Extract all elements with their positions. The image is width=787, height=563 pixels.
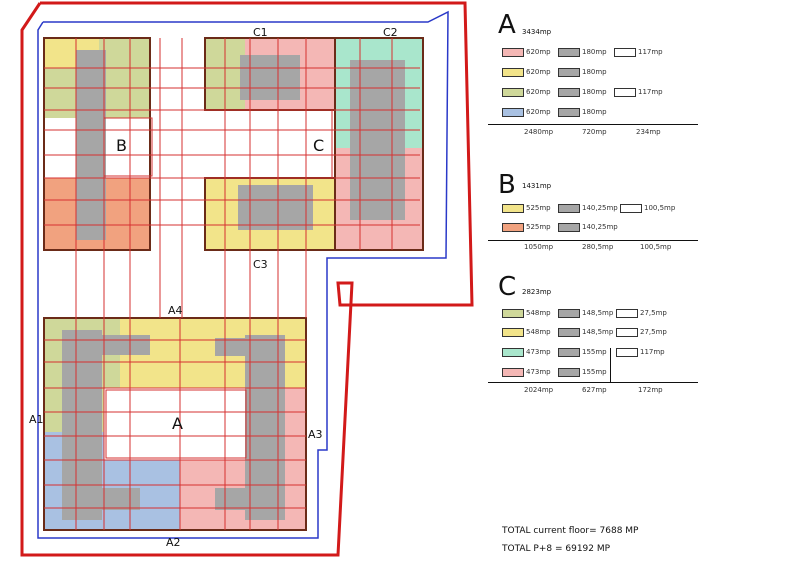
courtyard-b xyxy=(103,117,153,177)
value-c3-3: 117mp xyxy=(640,348,665,356)
building-b xyxy=(43,37,151,251)
label-a3: A3 xyxy=(308,428,323,441)
swatch-c4-color xyxy=(502,368,524,377)
legend-c-rule xyxy=(488,382,698,383)
label-c: C xyxy=(313,136,325,155)
label-a: A xyxy=(172,414,183,433)
site-boundary-blue xyxy=(37,10,449,539)
value-a1-1: 620mp xyxy=(526,48,551,56)
value-a1-3: 117mp xyxy=(638,48,663,56)
swatch-c1-color xyxy=(502,309,524,318)
legend-c-total: 2823mp xyxy=(522,288,552,296)
area-legend: A 3434mp 620mp 180mp 117mp 620mp 180mp 6… xyxy=(488,0,787,563)
value-c3-2: 155mp xyxy=(582,348,607,356)
swatch-c1-gray xyxy=(558,309,580,318)
value-c2-1: 548mp xyxy=(526,328,551,336)
swatch-a3-color xyxy=(502,88,524,97)
site-plan xyxy=(20,1,474,557)
label-a4: A4 xyxy=(168,304,183,317)
sum-b-3: 100,5mp xyxy=(640,243,672,251)
label-c2: C2 xyxy=(383,26,398,39)
sum-a-2: 720mp xyxy=(582,128,607,136)
value-c1-3: 27,5mp xyxy=(640,309,667,317)
value-c2-3: 27,5mp xyxy=(640,328,667,336)
value-b1-1: 525mp xyxy=(526,204,551,212)
swatch-b2-gray xyxy=(558,223,580,232)
legend-a-total: 3434mp xyxy=(522,28,552,36)
value-c3-1: 473mp xyxy=(526,348,551,356)
value-c1-1: 548mp xyxy=(526,309,551,317)
value-a3-2: 180mp xyxy=(582,88,607,96)
structural-grid xyxy=(44,38,420,530)
value-c4-2: 155mp xyxy=(582,368,607,376)
swatch-b1-white xyxy=(620,204,642,213)
swatch-a2-color xyxy=(502,68,524,77)
value-c1-2: 148,5mp xyxy=(582,309,614,317)
legend-a-letter: A xyxy=(498,10,516,40)
legend-b-letter: B xyxy=(498,170,516,200)
legend-b-total: 1431mp xyxy=(522,182,552,190)
swatch-c2-color xyxy=(502,328,524,337)
legend-a-rule xyxy=(488,124,698,125)
swatch-a1-color xyxy=(502,48,524,57)
value-a3-1: 620mp xyxy=(526,88,551,96)
swatch-b1-color xyxy=(502,204,524,213)
courtyard-c xyxy=(181,109,333,179)
value-a1-2: 180mp xyxy=(582,48,607,56)
value-a4-1: 620mp xyxy=(526,108,551,116)
swatch-a1-gray xyxy=(558,48,580,57)
sum-c-2: 627mp xyxy=(582,386,607,394)
swatch-a1-white xyxy=(614,48,636,57)
sum-c-1: 2024mp xyxy=(524,386,554,394)
value-b2-2: 140,25mp xyxy=(582,223,618,231)
swatch-c3-gray xyxy=(558,348,580,357)
building-c2 xyxy=(334,37,424,251)
site-boundary-red xyxy=(20,1,474,557)
label-c1: C1 xyxy=(253,26,268,39)
total-current-floor: TOTAL current floor= 7688 MP xyxy=(502,526,639,536)
swatch-a3-gray xyxy=(558,88,580,97)
legend-c-letter: C xyxy=(498,272,517,302)
label-a1: A1 xyxy=(29,413,44,426)
swatch-c1-white xyxy=(616,309,638,318)
value-c4-1: 473mp xyxy=(526,368,551,376)
value-b1-3: 100,5mp xyxy=(644,204,676,212)
sum-c-3: 172mp xyxy=(638,386,663,394)
value-a4-2: 180mp xyxy=(582,108,607,116)
swatch-c4-gray xyxy=(558,368,580,377)
swatch-a4-color xyxy=(502,108,524,117)
value-a3-3: 117mp xyxy=(638,88,663,96)
value-a2-2: 180mp xyxy=(582,68,607,76)
value-c2-2: 148,5mp xyxy=(582,328,614,336)
sum-a-3: 234mp xyxy=(636,128,661,136)
swatch-c3-color xyxy=(502,348,524,357)
sum-a-1: 2480mp xyxy=(524,128,554,136)
value-b2-1: 525mp xyxy=(526,223,551,231)
total-p8: TOTAL P+8 = 69192 MP xyxy=(502,544,611,554)
swatch-a2-gray xyxy=(558,68,580,77)
swatch-a4-gray xyxy=(558,108,580,117)
swatch-c3-white xyxy=(616,348,638,357)
sum-b-1: 1050mp xyxy=(524,243,554,251)
swatch-b1-gray xyxy=(558,204,580,213)
sum-b-2: 280,5mp xyxy=(582,243,614,251)
courtyard-a xyxy=(105,389,247,459)
label-b: B xyxy=(116,136,127,155)
label-a2: A2 xyxy=(166,536,181,549)
legend-c-divider xyxy=(610,348,611,382)
value-a2-1: 620mp xyxy=(526,68,551,76)
legend-b-rule xyxy=(488,240,698,241)
value-b1-2: 140,25mp xyxy=(582,204,618,212)
swatch-c2-white xyxy=(616,328,638,337)
swatch-b2-color xyxy=(502,223,524,232)
label-c3: C3 xyxy=(253,258,268,271)
swatch-c2-gray xyxy=(558,328,580,337)
swatch-a3-white xyxy=(614,88,636,97)
